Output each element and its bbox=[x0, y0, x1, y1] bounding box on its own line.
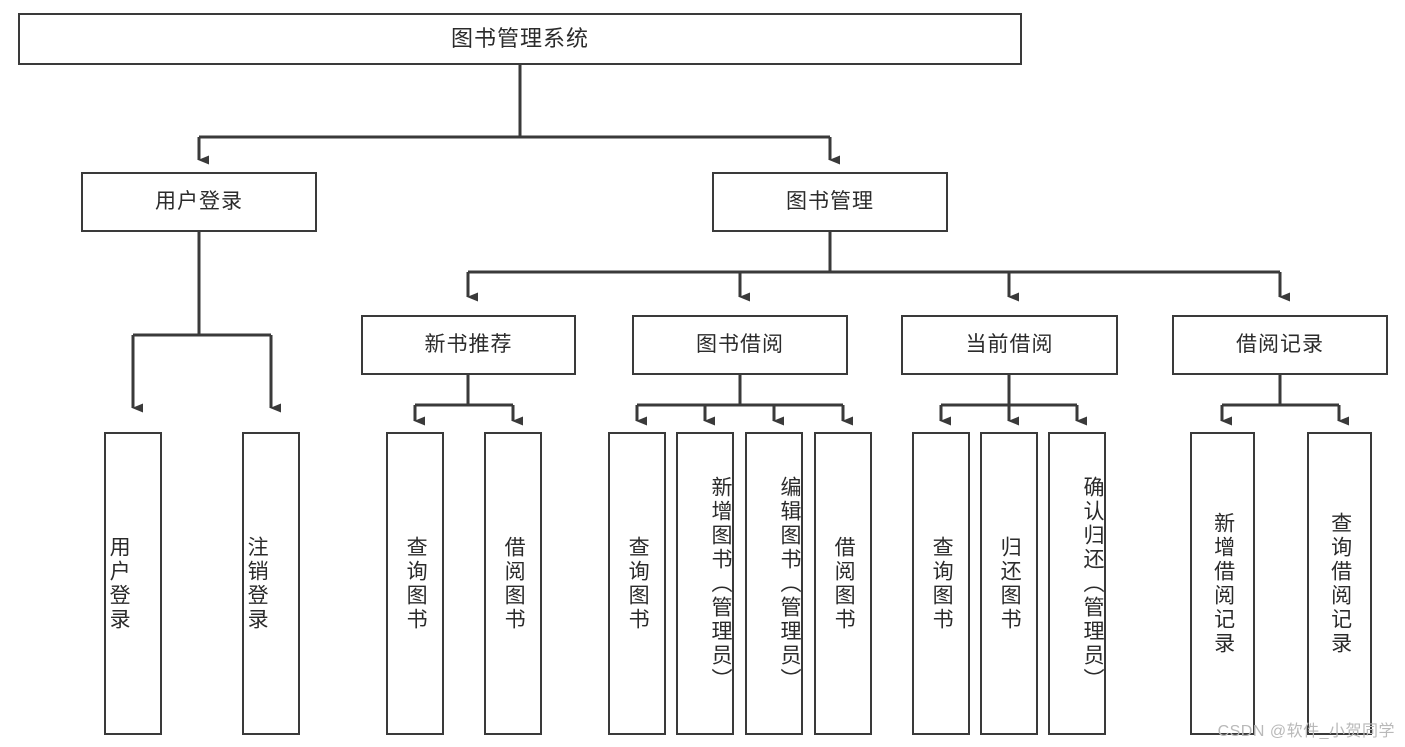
node-current-borrow[interactable]: 当前借阅 bbox=[901, 315, 1118, 375]
node-label: 归还图书 bbox=[998, 535, 1022, 632]
leaf-query-book-borrow[interactable]: 查询图书 bbox=[608, 432, 666, 735]
node-label: 当前借阅 bbox=[965, 333, 1054, 357]
leaf-borrow-book-recommend[interactable]: 借阅图书 bbox=[484, 432, 542, 735]
node-label: 用户登录 bbox=[107, 535, 131, 632]
node-label: 查询借阅记录 bbox=[1328, 511, 1352, 656]
node-root-book-management-system[interactable]: 图书管理系统 bbox=[18, 13, 1022, 65]
leaf-confirm-return-admin[interactable]: 确认归还（管理员） bbox=[1048, 432, 1106, 735]
node-label: 用户登录 bbox=[155, 190, 243, 214]
leaf-query-book-recommend[interactable]: 查询图书 bbox=[386, 432, 444, 735]
node-label: 确认归还（管理员） bbox=[1081, 475, 1104, 692]
node-book-borrow[interactable]: 图书借阅 bbox=[632, 315, 848, 375]
leaf-add-book-admin[interactable]: 新增图书（管理员） bbox=[676, 432, 734, 735]
node-borrow-record[interactable]: 借阅记录 bbox=[1172, 315, 1388, 375]
leaf-edit-book-admin[interactable]: 编辑图书（管理员） bbox=[745, 432, 803, 735]
node-label: 图书管理 bbox=[786, 190, 874, 214]
leaf-borrow-book[interactable]: 借阅图书 bbox=[814, 432, 872, 735]
leaf-user-login[interactable]: 用户登录 bbox=[104, 432, 162, 735]
watermark-text: CSDN @软件_小贺同学 bbox=[1217, 723, 1395, 740]
node-label: 注销登录 bbox=[245, 535, 269, 632]
node-new-book-recommend[interactable]: 新书推荐 bbox=[361, 315, 576, 375]
node-label: 查询图书 bbox=[626, 535, 650, 632]
node-label: 借阅图书 bbox=[832, 535, 856, 632]
node-label: 查询图书 bbox=[930, 535, 954, 632]
leaf-query-borrow-record[interactable]: 查询借阅记录 bbox=[1307, 432, 1372, 735]
node-label: 新增图书（管理员） bbox=[709, 475, 732, 692]
node-label: 图书管理系统 bbox=[450, 25, 589, 51]
node-user-login[interactable]: 用户登录 bbox=[81, 172, 317, 232]
node-label: 编辑图书（管理员） bbox=[778, 475, 801, 692]
node-label: 新书推荐 bbox=[424, 333, 513, 357]
node-label: 查询图书 bbox=[404, 535, 428, 632]
node-label: 借阅图书 bbox=[502, 535, 526, 632]
leaf-return-book[interactable]: 归还图书 bbox=[980, 432, 1038, 735]
node-book-management[interactable]: 图书管理 bbox=[712, 172, 948, 232]
leaf-query-book-current[interactable]: 查询图书 bbox=[912, 432, 970, 735]
leaf-add-borrow-record[interactable]: 新增借阅记录 bbox=[1190, 432, 1255, 735]
leaf-logout[interactable]: 注销登录 bbox=[242, 432, 300, 735]
node-label: 借阅记录 bbox=[1236, 333, 1324, 357]
node-label: 图书借阅 bbox=[696, 333, 784, 357]
node-label: 新增借阅记录 bbox=[1211, 511, 1235, 656]
